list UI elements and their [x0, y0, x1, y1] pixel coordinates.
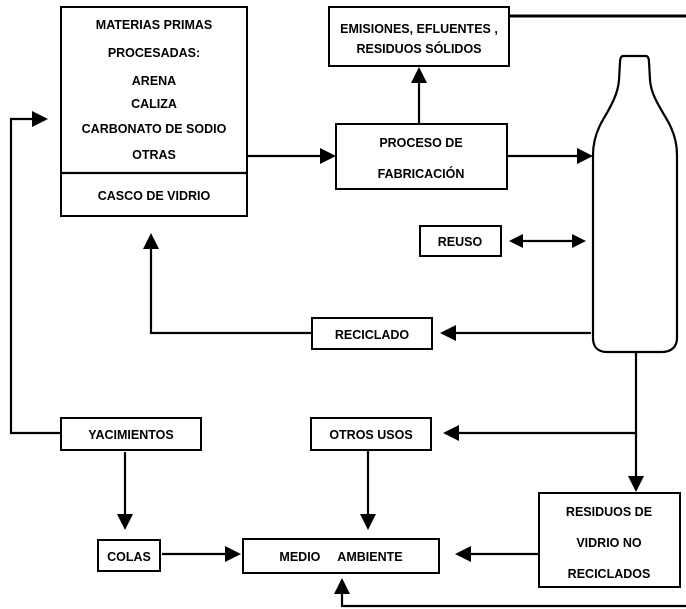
arrowhead — [628, 476, 644, 492]
non-recycled-box: RESIDUOS DE VIDRIO NO RECICLADOS — [538, 492, 681, 588]
arrowhead — [143, 233, 159, 249]
raw-materials-box: MATERIAS PRIMAS PROCESADAS: ARENA CALIZA… — [60, 6, 248, 217]
emissions-box: EMISIONES, EFLUENTES , RESIDUOS SÓLIDOS — [328, 6, 510, 67]
other-uses-box: OTROS USOS — [310, 417, 432, 451]
process-line-2: FABRICACIÓN — [378, 166, 465, 181]
raw-materials-line-4: CALIZA — [131, 97, 177, 111]
emissions-line-2: RESIDUOS SÓLIDOS — [356, 41, 481, 56]
non-recycled-line-3: RECICLADOS — [568, 567, 651, 581]
arrowhead — [334, 578, 350, 594]
raw-materials-line-5: CARBONATO DE SODIO — [82, 122, 227, 136]
arrowhead — [117, 514, 133, 530]
non-recycled-line-2: VIDRIO NO — [576, 536, 642, 550]
environment-box: MEDIO AMBIENTE — [242, 538, 440, 574]
arrowhead — [225, 546, 241, 562]
arrowhead — [572, 234, 586, 248]
arrowhead — [443, 425, 459, 441]
arrow-recycling-to-cullet — [149, 248, 312, 335]
reuse-label: REUSO — [438, 235, 483, 249]
arrowhead — [577, 148, 593, 164]
tailings-box: COLAS — [97, 539, 161, 572]
deposits-box: YACIMIENTOS — [60, 417, 202, 451]
raw-materials-line-2: PROCESADAS: — [108, 46, 200, 60]
recycling-box: RECICLADO — [311, 317, 433, 350]
arrowhead — [440, 325, 456, 341]
arrowhead — [320, 148, 336, 164]
environment-label: MEDIO AMBIENTE — [279, 550, 402, 564]
arrow-deposits-to-raw — [9, 117, 61, 435]
glass-bottle-icon — [591, 54, 679, 354]
deposits-label: YACIMIENTOS — [88, 428, 173, 442]
reuse-box: REUSO — [419, 225, 502, 257]
arrowhead — [411, 67, 427, 83]
process-box: PROCESO DE FABRICACIÓN — [335, 123, 508, 190]
raw-materials-line-6: OTRAS — [132, 148, 176, 162]
cullet-label: CASCO DE VIDRIO — [98, 189, 211, 203]
non-recycled-line-1: RESIDUOS DE — [566, 505, 652, 519]
raw-materials-line-1: MATERIAS PRIMAS — [96, 18, 212, 32]
emissions-line-1: EMISIONES, EFLUENTES , — [340, 22, 498, 36]
arrowhead — [360, 514, 376, 530]
process-line-1: PROCESO DE — [379, 136, 462, 150]
arrowhead — [455, 546, 471, 562]
raw-materials-line-3: ARENA — [132, 74, 176, 88]
recycling-label: RECICLADO — [335, 328, 410, 342]
tailings-label: COLAS — [107, 550, 151, 564]
arrowhead — [32, 111, 48, 127]
arrowhead — [509, 234, 523, 248]
other-uses-label: OTROS USOS — [329, 428, 412, 442]
arrow-bottom-loop-to-env — [340, 593, 686, 608]
